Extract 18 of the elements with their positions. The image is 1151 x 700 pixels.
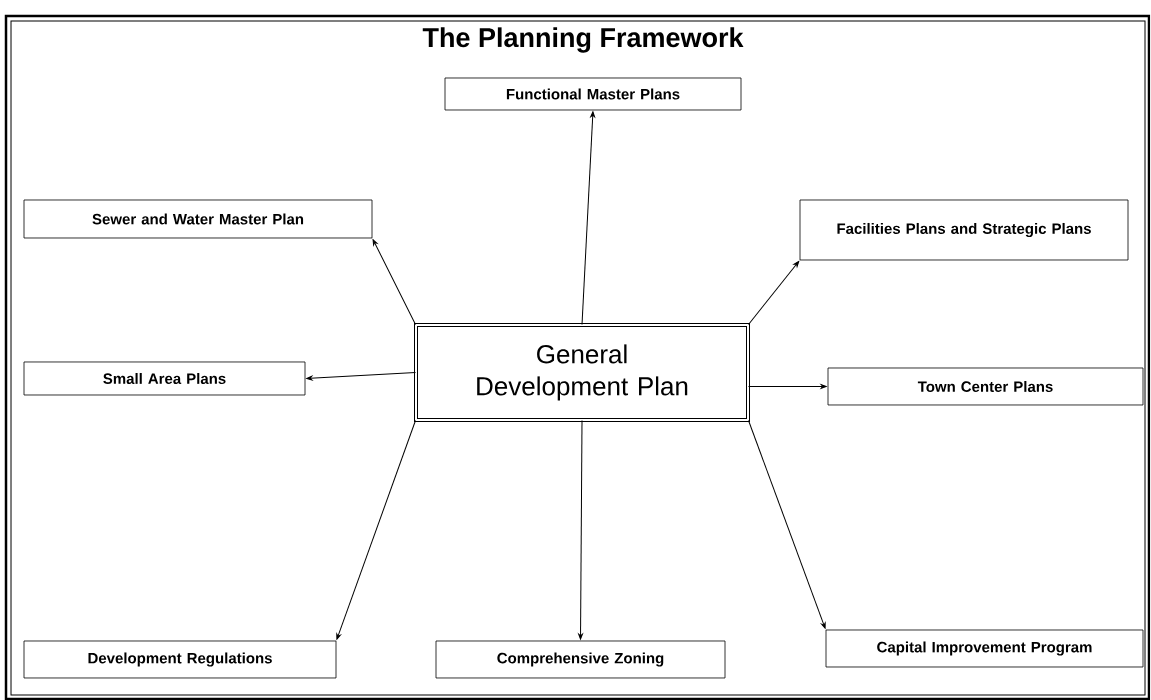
- arrow: [336, 420, 416, 640]
- arrow: [748, 261, 800, 325]
- plan-box: Comprehensive Zoning: [435, 640, 726, 679]
- arrow: [372, 239, 416, 325]
- arrow: [748, 384, 827, 389]
- arrow: [748, 420, 826, 629]
- arrow: [306, 372, 416, 381]
- plan-box: Small Area Plans: [23, 361, 306, 396]
- arrow: [578, 420, 583, 640]
- plan-box: Town Center Plans: [827, 367, 1144, 406]
- title: The Planning Framework: [422, 27, 744, 53]
- arrow: [581, 111, 596, 325]
- plan-box: Sewer and Water Master Plan: [23, 199, 373, 239]
- plan-box: Capital Improvement Program: [825, 629, 1144, 668]
- plan-box: Development Regulations: [23, 640, 337, 679]
- plan-box: Functional Master Plans: [444, 77, 742, 111]
- central-plan-box: General Development Plan: [414, 323, 750, 422]
- plan-box: Facilities Plans and Strategic Plans: [799, 199, 1129, 261]
